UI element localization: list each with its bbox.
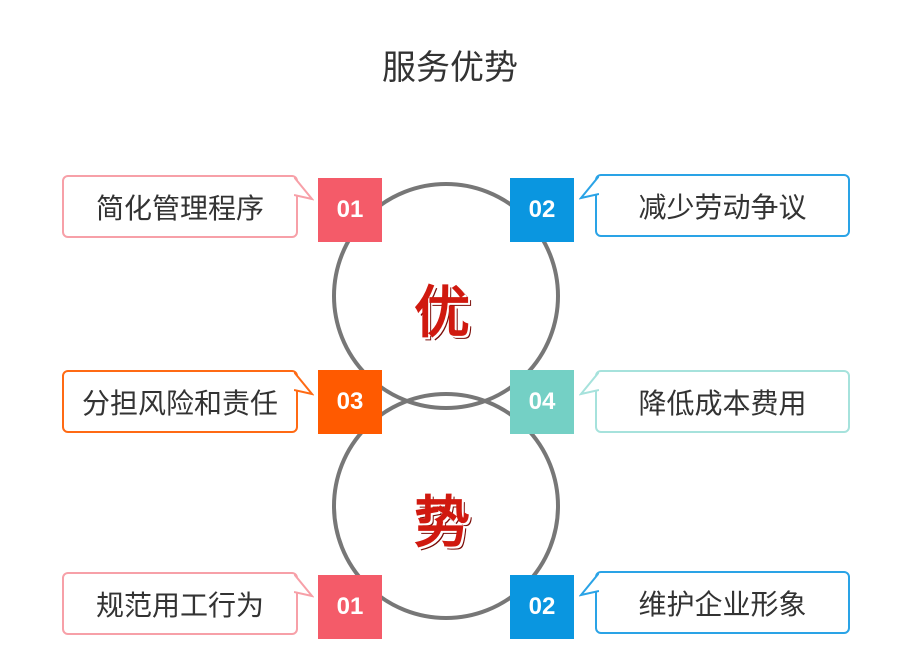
number-badge-5: 01 [318, 575, 382, 639]
callout-tail [294, 176, 314, 201]
number-badge-2: 02 [510, 178, 574, 242]
bottom-ring [332, 392, 560, 620]
number-badge-4: 04 [510, 370, 574, 434]
callout-corporate-image: 维护企业形象 [579, 571, 850, 634]
callout-label: 维护企业形象 [638, 588, 807, 620]
number-badge-1: 01 [318, 178, 382, 242]
callout-label: 减少劳动争议 [638, 191, 807, 223]
callout-tail [294, 573, 314, 598]
callout-standardize-employment: 规范用工行为 [62, 572, 314, 635]
callout-simplify-management: 简化管理程序 [62, 175, 314, 238]
top-ring [332, 182, 560, 410]
callout-label: 降低成本费用 [638, 387, 807, 419]
center-char-top: 优 [414, 280, 470, 346]
center-char-bottom: 势 [414, 490, 470, 556]
page-title: 服务优势 [382, 49, 518, 87]
callout-tail [579, 572, 599, 597]
callout-share-risk: 分担风险和责任 [62, 370, 314, 433]
callout-reduce-disputes: 减少劳动争议 [579, 174, 850, 237]
callout-label: 简化管理程序 [95, 192, 264, 224]
callout-tail [579, 371, 599, 396]
number-badge-6: 02 [510, 575, 574, 639]
callout-label: 规范用工行为 [95, 589, 264, 621]
number-badge-3: 03 [318, 370, 382, 434]
callout-tail [579, 175, 599, 200]
callout-tail [294, 371, 314, 396]
callout-label: 分担风险和责任 [81, 387, 278, 419]
callout-reduce-cost: 降低成本费用 [579, 370, 850, 433]
